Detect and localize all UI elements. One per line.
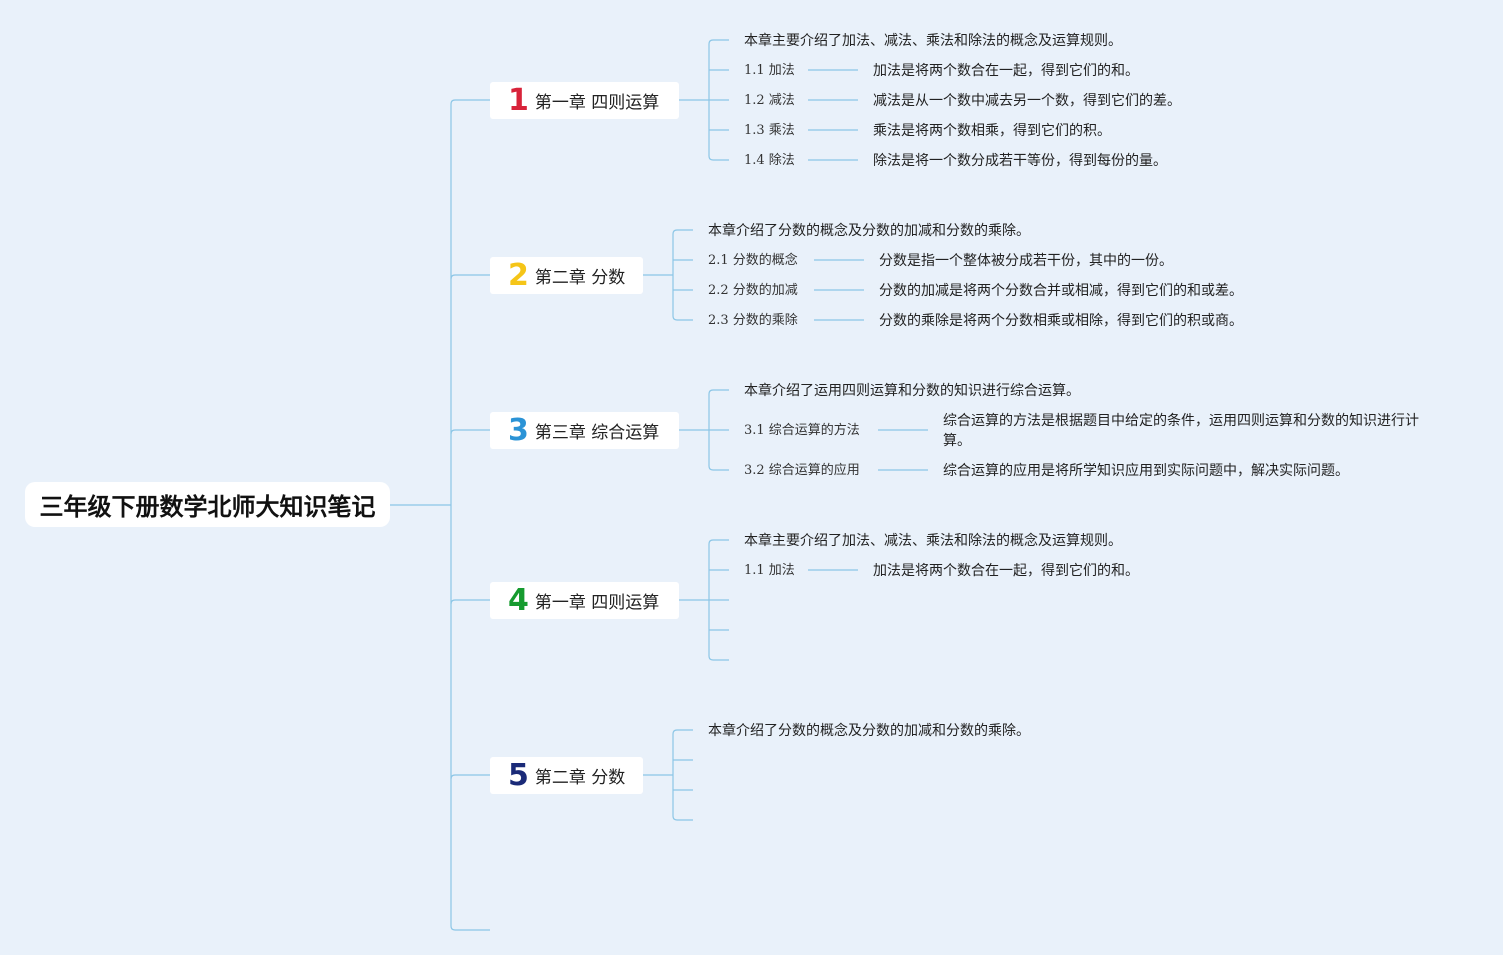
trunk-branch-3 bbox=[450, 429, 490, 435]
trunk-branch-5 bbox=[450, 774, 490, 780]
chapter-4-topic-1: 1.1 加法 bbox=[744, 563, 795, 578]
chapter-3-topic-1: 3.1 综合运算的方法 bbox=[744, 423, 860, 438]
chapter-4-topic-1-desc: 加法是将两个数合在一起，得到它们的和。 bbox=[873, 563, 1139, 579]
chapter-3-intro: 本章介绍了运用四则运算和分数的知识进行综合运算。 bbox=[744, 383, 1080, 399]
chapter-node-4[interactable]: 4 第一章 四则运算 bbox=[490, 582, 679, 619]
chapter-node-5[interactable]: 5 第二章 分数 bbox=[490, 757, 643, 794]
trunk-branch-empty bbox=[450, 925, 490, 931]
chapter-2-topic-3-desc: 分数的乘除是将两个分数相乘或相除，得到它们的积或商。 bbox=[879, 313, 1243, 329]
ch5-row-0 bbox=[672, 729, 693, 735]
chapter-number-2: 2 bbox=[508, 257, 529, 293]
ch4-row-0 bbox=[708, 539, 729, 545]
chapter-2-topic-1-desc: 分数是指一个整体被分成若干份，其中的一份。 bbox=[879, 253, 1173, 269]
chapter-3-topic-2: 3.2 综合运算的应用 bbox=[744, 463, 860, 478]
chapter-node-2[interactable]: 2 第二章 分数 bbox=[490, 257, 643, 294]
trunk-branch-2 bbox=[450, 274, 490, 280]
chapter-node-3[interactable]: 3 第三章 综合运算 bbox=[490, 412, 679, 449]
chapter-2-topic-3: 2.3 分数的乘除 bbox=[708, 313, 798, 328]
chapter-number-4: 4 bbox=[508, 582, 529, 618]
chapter-1-topic-2: 1.2 减法 bbox=[744, 93, 795, 108]
chapter-number-3: 3 bbox=[508, 412, 529, 448]
chapter-1-topic-3: 1.3 乘法 bbox=[744, 123, 795, 138]
chapter-2-topic-1: 2.1 分数的概念 bbox=[708, 253, 798, 268]
chapter-1-topic-2-desc: 减法是从一个数中减去另一个数，得到它们的差。 bbox=[873, 93, 1181, 109]
chapter-4-intro: 本章主要介绍了加法、减法、乘法和除法的概念及运算规则。 bbox=[744, 533, 1122, 549]
chapter-number-5: 5 bbox=[508, 757, 529, 793]
chapter-number-1: 1 bbox=[508, 82, 529, 118]
chapter-title-3: 第三章 综合运算 bbox=[534, 423, 660, 443]
ch1-row-0 bbox=[708, 39, 729, 45]
ch4-row-4 bbox=[708, 655, 729, 661]
chapter-1-topic-4: 1.4 除法 bbox=[744, 153, 795, 168]
chapter-3-topic-1-desc: 综合运算的方法是根据题目中给定的条件，运用四则运算和分数的知识进行计算。 bbox=[943, 413, 1419, 449]
trunk-branch-1 bbox=[450, 99, 490, 105]
chapter-title-4: 第一章 四则运算 bbox=[534, 593, 660, 613]
root-node[interactable]: 三年级下册数学北师大知识笔记 bbox=[25, 482, 390, 527]
chapter-node-1[interactable]: 1 第一章 四则运算 bbox=[490, 82, 679, 119]
chapter-title-1: 第一章 四则运算 bbox=[534, 93, 660, 113]
chapter-3-topic-2-desc: 综合运算的应用是将所学知识应用到实际问题中，解决实际问题。 bbox=[943, 463, 1349, 479]
chapter-1-topic-1: 1.1 加法 bbox=[744, 63, 795, 78]
chapter-2-topic-2-desc: 分数的加减是将两个分数合并或相减，得到它们的和或差。 bbox=[879, 283, 1243, 299]
chapter-1-topic-3-desc: 乘法是将两个数相乘，得到它们的积。 bbox=[873, 123, 1111, 139]
ch2-row-3 bbox=[672, 315, 693, 321]
trunk-branch-4 bbox=[450, 599, 490, 605]
chapter-title-5: 第二章 分数 bbox=[534, 768, 626, 788]
chapter-1-topic-4-desc: 除法是将一个数分成若干等份，得到每份的量。 bbox=[873, 153, 1167, 169]
root-title: 三年级下册数学北师大知识笔记 bbox=[39, 493, 376, 521]
ch3-row-2 bbox=[708, 465, 729, 471]
chapter-2-topic-2: 2.2 分数的加减 bbox=[708, 283, 798, 298]
ch1-row-4 bbox=[708, 155, 729, 161]
chapter-5-intro: 本章介绍了分数的概念及分数的加减和分数的乘除。 bbox=[708, 723, 1030, 739]
chapter-1-intro: 本章主要介绍了加法、减法、乘法和除法的概念及运算规则。 bbox=[744, 33, 1122, 49]
ch2-row-0 bbox=[672, 229, 693, 235]
chapter-title-2: 第二章 分数 bbox=[534, 268, 626, 288]
chapter-2-intro: 本章介绍了分数的概念及分数的加减和分数的乘除。 bbox=[708, 223, 1030, 239]
chapter-1-topic-1-desc: 加法是将两个数合在一起，得到它们的和。 bbox=[873, 63, 1139, 79]
ch3-row-0 bbox=[708, 389, 729, 395]
ch5-row-3 bbox=[672, 815, 693, 821]
